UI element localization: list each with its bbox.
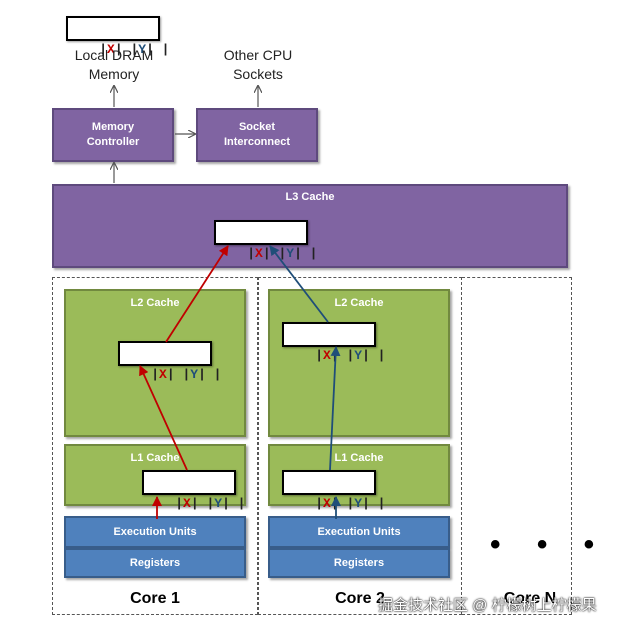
core-1-registers: Registers bbox=[64, 548, 246, 578]
watermark-text: 掘金技术社区 @ 柠檬树上柠檬果 bbox=[378, 597, 597, 614]
x-l2-to-l3-arrow bbox=[165, 245, 229, 343]
y-variable: Y bbox=[214, 496, 223, 511]
core-2-registers: Registers bbox=[268, 548, 450, 578]
core-n-label: Core N bbox=[503, 590, 557, 607]
l3-cache-label: L3 Cache bbox=[285, 191, 335, 203]
y-l1-to-l2-arrow bbox=[329, 346, 341, 471]
registers-label: Registers bbox=[129, 557, 181, 569]
y-variable: Y bbox=[138, 42, 147, 57]
core-1-label: Core 1 bbox=[130, 590, 180, 607]
l1-cache-label: L1 Cache bbox=[334, 452, 384, 464]
x-variable: X bbox=[255, 246, 263, 261]
core-2-l2-cache-line: |X| |Y| | bbox=[282, 322, 385, 363]
socket-interconnect-label: Socket Interconnect bbox=[223, 121, 290, 148]
l2-cache-label: L2 Cache bbox=[130, 297, 180, 309]
core-1-execution-units: Execution Units bbox=[64, 516, 246, 548]
l2-cache-label: L2 Cache bbox=[334, 297, 384, 309]
x-l1-to-l2-arrow bbox=[139, 365, 188, 471]
x-variable: X bbox=[107, 42, 115, 57]
y-variable: Y bbox=[354, 348, 363, 363]
x-variable: X bbox=[323, 348, 331, 363]
dram-cache-line: |X| |Y| | bbox=[66, 16, 169, 57]
core-2-label: Core 2 bbox=[335, 590, 385, 607]
execution-units-label: Execution Units bbox=[317, 526, 401, 538]
y-variable: Y bbox=[190, 367, 199, 382]
l3-cache-line: |X| |Y| | bbox=[214, 220, 317, 261]
core-2-container bbox=[258, 277, 462, 615]
registers-label: Registers bbox=[333, 557, 385, 569]
memory-controller-box: Memory Controller bbox=[52, 108, 174, 162]
memory-controller-label: Memory Controller bbox=[86, 121, 140, 148]
more-cores-ellipsis: • • • bbox=[490, 528, 609, 561]
x-variable: X bbox=[159, 367, 167, 382]
y-variable: Y bbox=[354, 496, 363, 511]
core-2-execution-units: Execution Units bbox=[268, 516, 450, 548]
core-2-l1-cache-line: |X| |Y| | bbox=[282, 470, 385, 511]
y-variable: Y bbox=[286, 246, 295, 261]
other-cpu-sockets-label: Other CPU Sockets bbox=[223, 47, 293, 82]
local-dram-label: Local DRAM Memory bbox=[74, 47, 154, 82]
l3-cache-box: L3 Cache bbox=[52, 184, 568, 268]
execution-units-label: Execution Units bbox=[113, 526, 197, 538]
l1-cache-label: L1 Cache bbox=[130, 452, 180, 464]
core-1-container bbox=[52, 277, 258, 615]
core-2-l2-cache: L2 Cache bbox=[268, 289, 450, 437]
y-l2-to-l3-arrow bbox=[269, 245, 329, 323]
x-variable: X bbox=[183, 496, 191, 511]
core-n-container bbox=[462, 277, 572, 615]
x-variable: X bbox=[323, 496, 331, 511]
core-1-l1-cache-line: |X| |Y| | bbox=[142, 470, 245, 511]
core-1-l2-cache-line: |X| |Y| | bbox=[118, 341, 221, 382]
socket-interconnect-box: Socket Interconnect bbox=[196, 108, 318, 162]
